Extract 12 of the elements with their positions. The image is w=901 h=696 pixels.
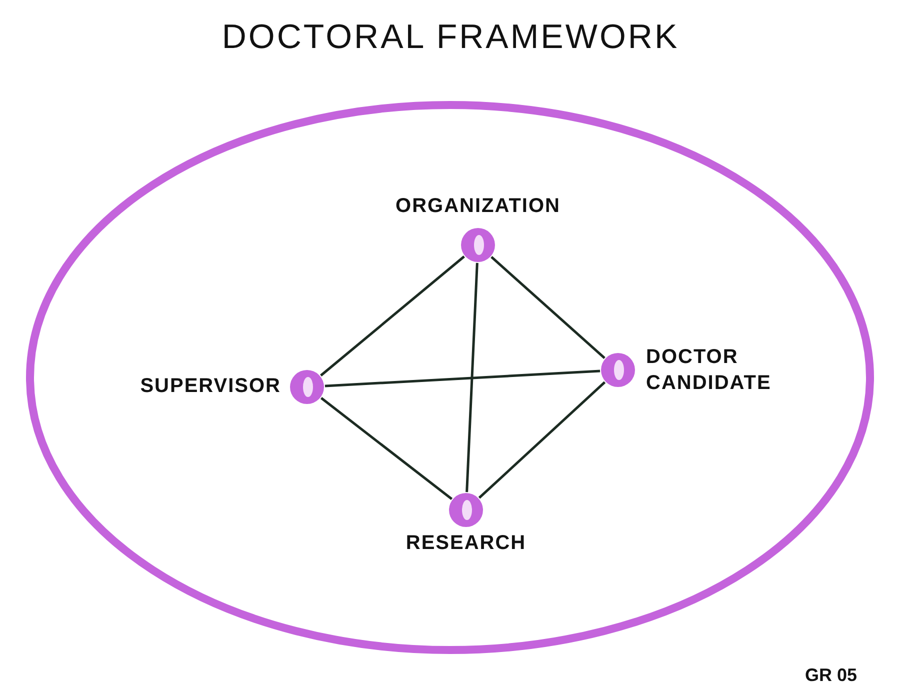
connector-line [490,256,606,359]
connector-line [320,397,453,500]
connector-line [466,262,478,492]
node-label: RESEARCH [404,532,528,555]
signature: GR 05 [805,665,858,686]
connector-line [324,370,600,388]
node-label: DOCTOR CANDIDATE [646,345,772,396]
node-label: SUPERVISOR [140,375,281,398]
connector-line [320,256,465,376]
connector-line [478,381,606,499]
node-label: ORGANIZATION [394,195,562,218]
diagram-title: DOCTORAL FRAMEWORK [220,18,680,57]
